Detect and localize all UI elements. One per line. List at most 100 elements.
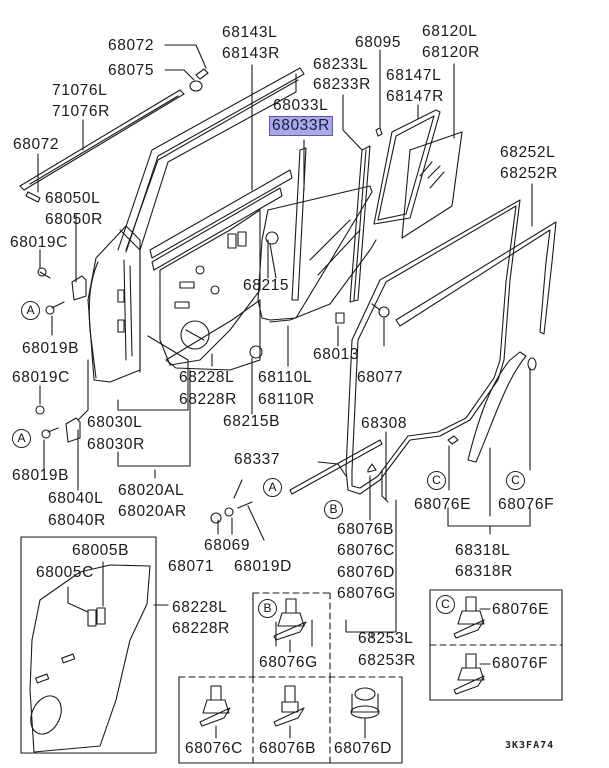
part-label-68233L[interactable]: 68233L xyxy=(313,56,369,73)
part-label-68233R[interactable]: 68233R xyxy=(313,76,371,93)
quarter-window-seal-68147 xyxy=(374,110,440,224)
door-molding-71076 xyxy=(20,90,184,190)
callout-C: C xyxy=(427,471,446,490)
quarter-glass-68120 xyxy=(402,132,462,238)
part-label-68072[interactable]: 68072 xyxy=(13,136,60,153)
part-label-68110R[interactable]: 68110R xyxy=(258,391,315,408)
callout-B: B xyxy=(258,599,277,618)
box-label-68076B[interactable]: 68076B xyxy=(259,740,317,757)
part-label-68252R[interactable]: 68252R xyxy=(500,165,558,182)
screw-68095 xyxy=(376,128,382,136)
part-label-68143R[interactable]: 68143R xyxy=(222,45,280,62)
part-label-68253L[interactable]: 68253L xyxy=(358,630,414,647)
part-label-68147L[interactable]: 68147L xyxy=(386,67,442,84)
part-label-68019C[interactable]: 68019C xyxy=(10,234,68,251)
clip-icon-68076D xyxy=(351,688,379,718)
part-label-68228R[interactable]: 68228R xyxy=(179,391,237,408)
part-label-68228L[interactable]: 68228L xyxy=(172,599,228,616)
window-regulator-68020 xyxy=(150,170,292,365)
clip-icon-68076E xyxy=(454,597,490,638)
part-label-71076L[interactable]: 71076L xyxy=(52,82,108,99)
part-label-68076G[interactable]: 68076G xyxy=(337,585,396,602)
part-label-68050L[interactable]: 68050L xyxy=(45,190,101,207)
box-label-68076E[interactable]: 68076E xyxy=(492,601,550,618)
callout-C: C xyxy=(436,595,455,614)
part-label-68072[interactable]: 68072 xyxy=(108,37,155,54)
box-label-68076F[interactable]: 68076F xyxy=(492,655,549,672)
box-label-68076G[interactable]: 68076G xyxy=(259,654,318,671)
part-label-68076B[interactable]: 68076B xyxy=(337,521,395,538)
door-glass-68110 xyxy=(258,186,376,322)
part-label-68030L[interactable]: 68030L xyxy=(87,414,143,431)
part-label-68020AR[interactable]: 68020AR xyxy=(118,503,187,520)
part-label-68077[interactable]: 68077 xyxy=(357,369,404,386)
door-hinge-lower-68040 xyxy=(36,406,80,442)
box-label-68076D[interactable]: 68076D xyxy=(334,740,392,757)
part-label-68110L[interactable]: 68110L xyxy=(258,369,313,386)
part-label-68076C[interactable]: 68076C xyxy=(337,542,395,559)
part-label-68050R[interactable]: 68050R xyxy=(45,211,103,228)
part-label-68252L[interactable]: 68252L xyxy=(500,144,556,161)
part-label-68215[interactable]: 68215 xyxy=(243,277,290,294)
part-label-68143L[interactable]: 68143L xyxy=(222,24,278,41)
part-label-68076F[interactable]: 68076F xyxy=(498,496,555,513)
part-label-68120L[interactable]: 68120L xyxy=(422,23,478,40)
part-label-68019D[interactable]: 68019D xyxy=(234,558,292,575)
clip-icon-68076F xyxy=(454,654,490,694)
part-label-68013[interactable]: 68013 xyxy=(313,346,360,363)
clip-68013 xyxy=(336,313,344,323)
leader-lines xyxy=(38,45,532,646)
part-label-68318R[interactable]: 68318R xyxy=(455,563,513,580)
part-label-68071[interactable]: 68071 xyxy=(168,558,215,575)
part-label-68215B[interactable]: 68215B xyxy=(223,413,281,430)
box-label-68076C[interactable]: 68076C xyxy=(185,740,243,757)
clip-icon-68076G xyxy=(274,599,306,640)
door-weatherstrip-68252 xyxy=(346,200,520,494)
bolt-68071-washer-68069 xyxy=(211,502,252,523)
callout-A: A xyxy=(263,478,282,497)
part-label-68228R[interactable]: 68228R xyxy=(172,620,230,637)
part-label-68318L[interactable]: 68318L xyxy=(455,542,511,559)
part-label-68005C[interactable]: 68005C xyxy=(36,564,94,581)
part-label-68253R[interactable]: 68253R xyxy=(358,652,416,669)
part-label-68019B[interactable]: 68019B xyxy=(22,340,80,357)
part-label-68228L[interactable]: 68228L xyxy=(179,369,235,386)
trim-panel-box xyxy=(21,537,156,753)
callout-A: A xyxy=(21,301,40,320)
molding-68337 xyxy=(290,440,382,494)
callout-B: B xyxy=(324,500,343,519)
part-label-68076D[interactable]: 68076D xyxy=(337,564,395,581)
clip-detail-boxes xyxy=(179,590,562,763)
part-label-68040L[interactable]: 68040L xyxy=(48,490,104,507)
part-label-68076E[interactable]: 68076E xyxy=(414,496,472,513)
door-outer-panel xyxy=(88,226,140,382)
callout-C: C xyxy=(506,471,525,490)
part-label-68033R-highlighted[interactable]: 68033R xyxy=(269,116,333,136)
door-sash-frame xyxy=(118,68,304,252)
glass-stopper-68215 xyxy=(250,232,278,358)
screw-68072-bottom xyxy=(26,192,40,202)
part-label-68095[interactable]: 68095 xyxy=(355,34,402,51)
part-label-68337[interactable]: 68337 xyxy=(234,451,281,468)
part-label-68020AL[interactable]: 68020AL xyxy=(118,482,185,499)
door-opening-seal-68252 xyxy=(396,222,556,334)
part-label-68030R[interactable]: 68030R xyxy=(87,436,145,453)
part-label-68019C[interactable]: 68019C xyxy=(12,369,70,386)
clip-68076 xyxy=(368,464,376,472)
part-label-68120R[interactable]: 68120R xyxy=(422,44,480,61)
part-label-68147R[interactable]: 68147R xyxy=(386,88,444,105)
drip-seal-68308 xyxy=(382,470,388,502)
clip-icon-68076B xyxy=(274,686,304,726)
part-label-68069[interactable]: 68069 xyxy=(204,537,251,554)
part-label-68019B[interactable]: 68019B xyxy=(12,467,70,484)
clip-68072-top xyxy=(190,69,208,91)
door-hinge-upper-68050 xyxy=(38,268,86,314)
part-label-68040R[interactable]: 68040R xyxy=(48,512,106,529)
sash-garnish-68318 xyxy=(448,352,536,462)
part-label-71076R[interactable]: 71076R xyxy=(52,103,110,120)
part-label-68033L[interactable]: 68033L xyxy=(273,97,329,114)
part-label-68308[interactable]: 68308 xyxy=(361,415,408,432)
part-label-68005B[interactable]: 68005B xyxy=(72,542,130,559)
part-label-68075[interactable]: 68075 xyxy=(108,62,155,79)
